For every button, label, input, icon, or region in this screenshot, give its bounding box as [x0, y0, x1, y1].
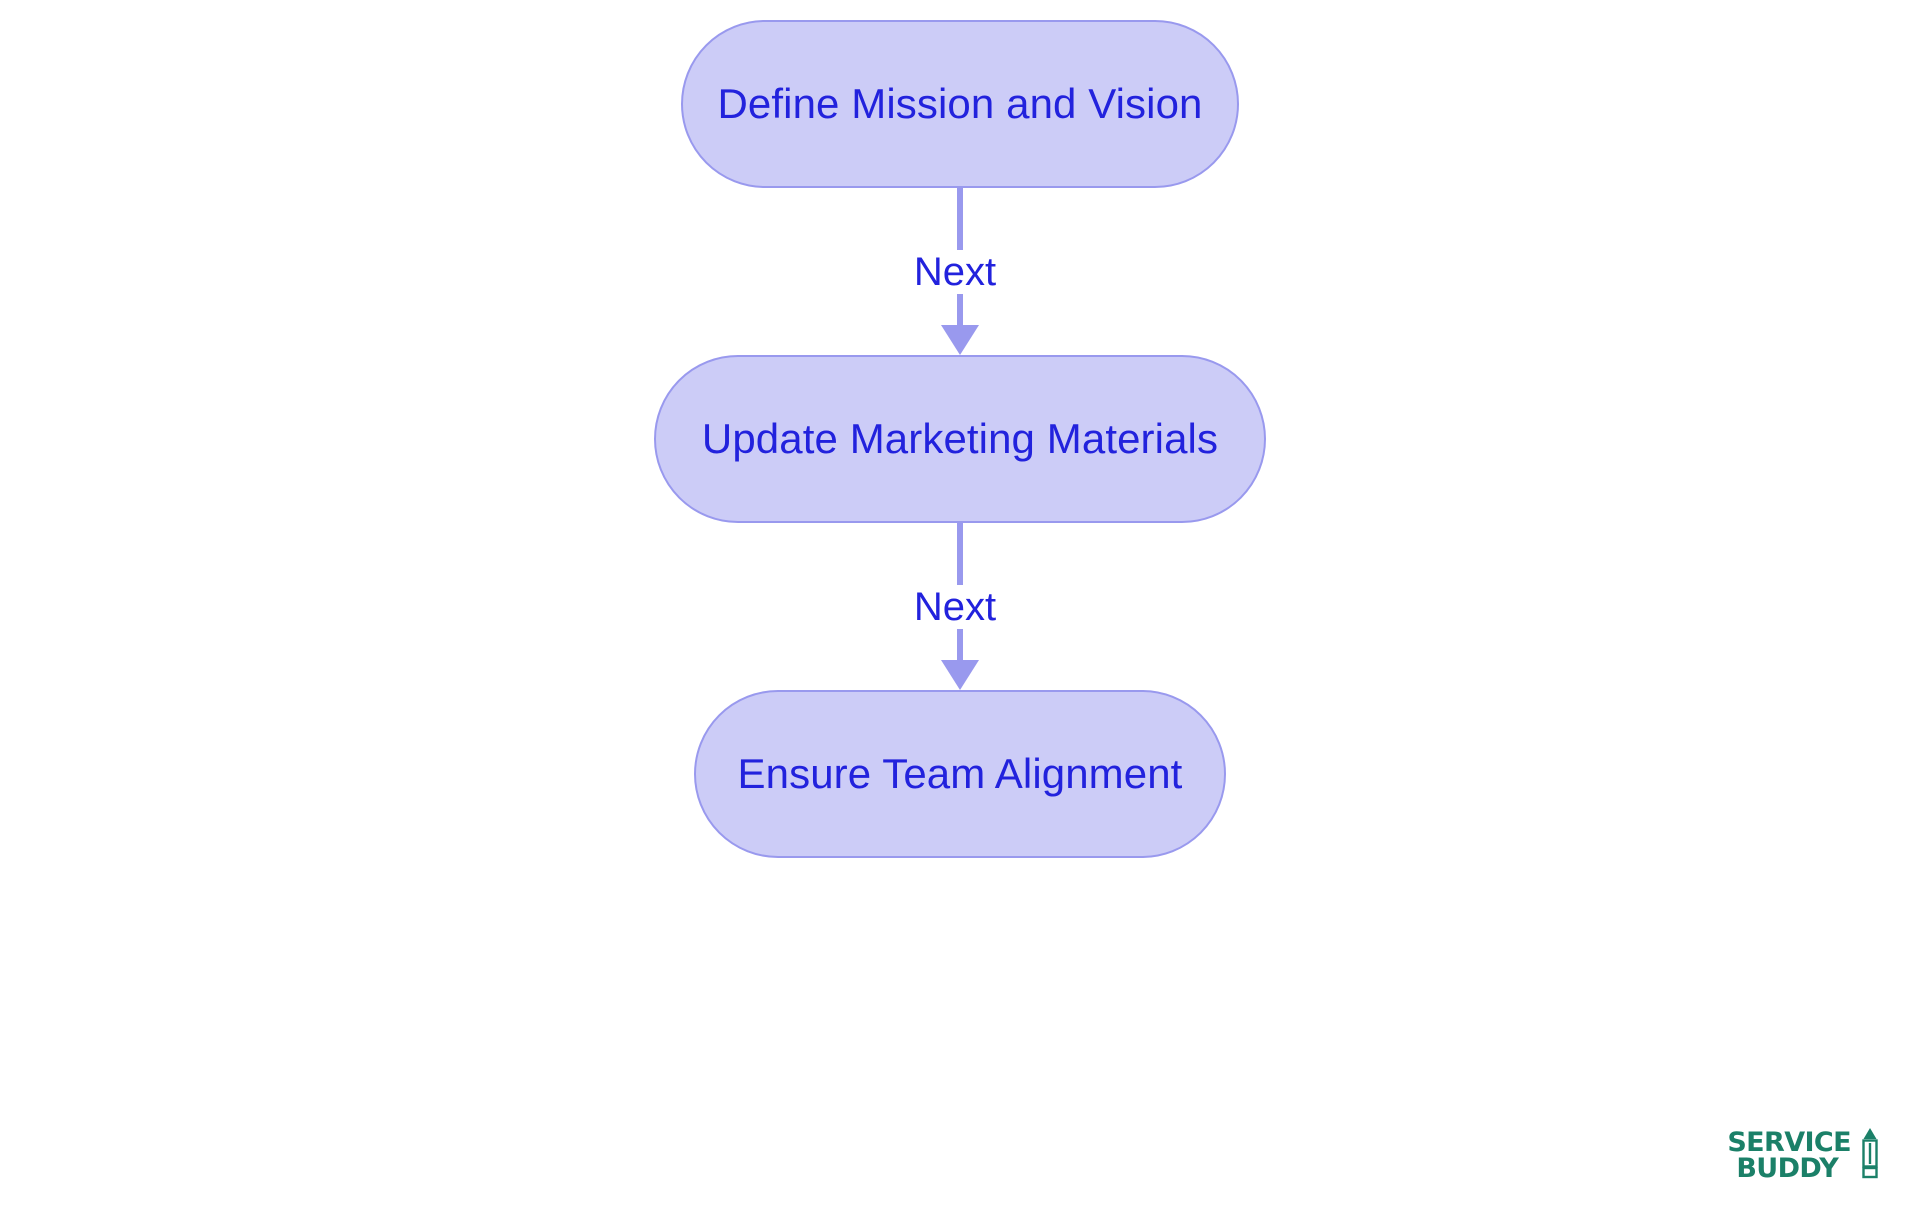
brand-line-service: SERVICE	[1727, 1127, 1851, 1159]
flow-node-label: Update Marketing Materials	[701, 414, 1219, 462]
arrow-down-icon	[941, 325, 979, 355]
flow-node-define-mission-and-vision[interactable]: Define Mission and Vision	[681, 20, 1239, 188]
flow-node-label: Define Mission and Vision	[717, 79, 1203, 127]
pencil-icon	[1860, 1126, 1880, 1185]
flow-column: Define Mission and Vision Next Update Ma…	[654, 20, 1266, 858]
flow-node-ensure-team-alignment[interactable]: Ensure Team Alignment	[694, 690, 1226, 858]
brand-wordmark: SERVICE BUDDY	[1727, 1127, 1851, 1184]
arrow-down-icon	[941, 660, 979, 690]
brand-line-buddy: BUDDY	[1736, 1152, 1839, 1184]
flow-connector-2: Next	[800, 523, 1120, 690]
flow-node-update-marketing-materials[interactable]: Update Marketing Materials	[654, 355, 1266, 523]
brand-logo: SERVICE BUDDY	[1727, 1126, 1880, 1185]
flow-connector-1: Next	[800, 188, 1120, 355]
connector-label: Next	[903, 584, 1007, 629]
flow-node-label: Ensure Team Alignment	[737, 749, 1183, 797]
connector-label: Next	[903, 249, 1007, 294]
